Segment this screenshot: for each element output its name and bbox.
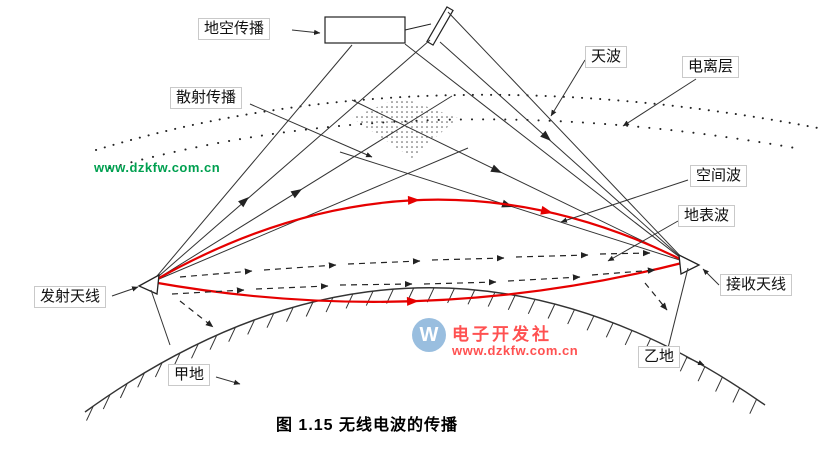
- receive-antenna-symbol: [678, 253, 701, 276]
- brand-logo-icon: W: [412, 318, 446, 352]
- aircraft-box: [324, 16, 406, 44]
- propagation-rays: [151, 11, 687, 283]
- brand-watermark-name: 电子开发社: [452, 325, 552, 344]
- label-site-a: 甲地: [168, 364, 211, 386]
- label-receive-antenna: 接收天线: [720, 274, 793, 296]
- transmit-antenna-mast: [150, 289, 171, 346]
- space-wave-red-path: [151, 198, 687, 303]
- green-watermark-url: www.dzkfw.com.cn: [94, 160, 221, 175]
- scatter-region: [352, 97, 458, 158]
- transmit-antenna-symbol: [137, 273, 160, 295]
- surface-wave-dashed-arrows: [171, 249, 668, 328]
- label-leader-arrows: [111, 29, 720, 385]
- reflector-bar: [426, 6, 454, 46]
- receive-antenna-mast: [667, 267, 689, 349]
- figure-caption: 图 1.15 无线电波的传播: [275, 417, 459, 434]
- label-site-b: 乙地: [638, 346, 681, 368]
- label-sky-wave: 天波: [585, 46, 628, 68]
- brand-watermark-url: www.dzkfw.com.cn: [452, 343, 579, 358]
- space-wave-red-arrowheads: [406, 195, 553, 306]
- label-space-wave: 空间波: [690, 165, 748, 187]
- label-ground-surface-wave: 地表波: [678, 205, 736, 227]
- label-ground-air-propagation: 地空传播: [198, 18, 271, 40]
- earth-hatching: [86, 287, 758, 421]
- box-bar-connector: [404, 23, 432, 31]
- label-transmit-antenna: 发射天线: [34, 286, 107, 308]
- label-ionosphere: 电离层: [682, 56, 740, 78]
- label-scatter-propagation: 散射传播: [170, 87, 243, 109]
